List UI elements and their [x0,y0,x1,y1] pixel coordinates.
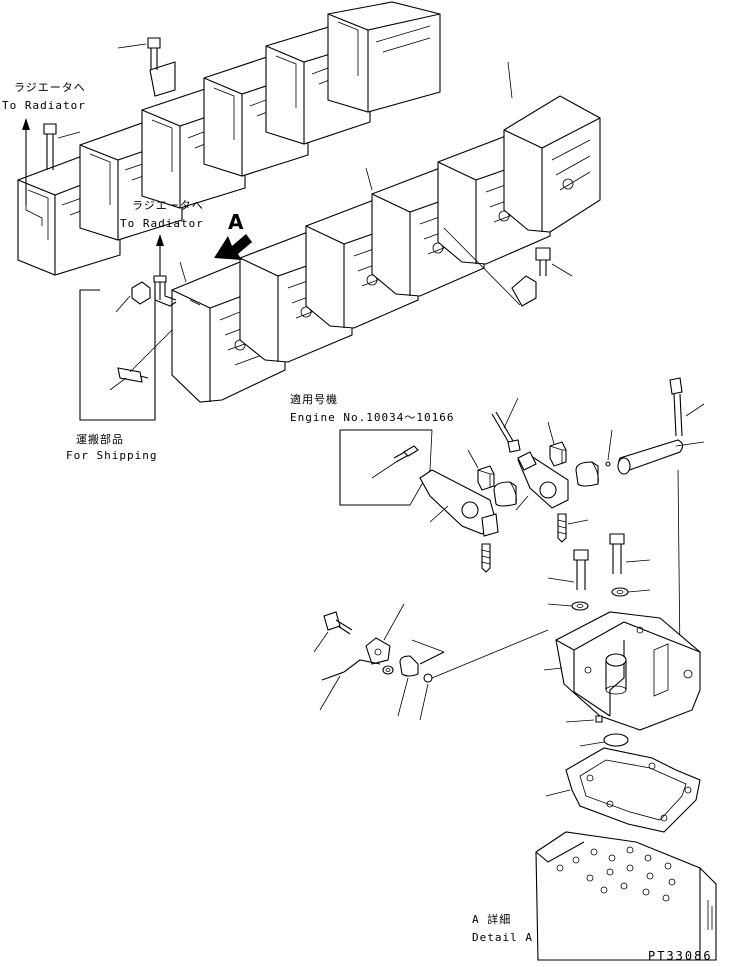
adjust-screw-right [558,514,588,542]
rocker-assembly [420,378,704,660]
housing-plug [566,716,628,746]
nut-center [548,422,566,466]
sensor-bolt [314,612,352,652]
view-marker-a: A [228,210,244,234]
long-bolt [670,378,704,436]
engine-range-label: Engine No.10034～10166 [290,411,455,424]
detail-label-en: Detail A [472,931,533,944]
push-rod-small [372,446,418,478]
washer-right [612,588,650,596]
bushing-right [576,462,598,486]
upper-head-6 [328,2,440,112]
detail-label-jp: A 詳細 [472,913,512,926]
shipping-parts-box [80,282,172,420]
lower-bank-cylinder-heads [172,96,600,402]
sensor-bracket [320,604,404,710]
engine-range-box [340,430,432,505]
shipping-plug [116,282,150,312]
shipping-label-jp: 運搬部品 [76,433,124,446]
nut-left [468,450,494,490]
to-radiator-jp-upper: ラジエータへ [14,81,86,94]
bolt-left-bracket [548,550,588,590]
bracket-bolt-top [118,38,175,96]
bracket-bolts [548,534,650,610]
rocker-housing [544,612,700,730]
to-radiator-en-lower: To Radiator [120,217,204,230]
rocker-arm-right [516,452,568,510]
rocker-shaft [618,440,704,660]
gasket [546,748,700,832]
washer-left [548,602,588,610]
shipping-label-en: For Shipping [66,449,158,462]
applicable-label-jp: 適用号機 [290,393,338,406]
rocker-arm-left [420,470,498,536]
o-ring-small [420,630,548,720]
cylinder-head-block [536,832,716,960]
sensor-assembly [314,604,548,720]
radiator-pipe-bolt-upper [44,124,80,170]
pin-small [606,430,612,466]
bolt-right-bracket [610,534,650,574]
radiator-arrow-upper [22,118,30,205]
bushing-left [494,482,516,506]
lower-head-6 [504,96,600,232]
push-rod [492,398,520,452]
collar [398,640,444,716]
radiator-arrow-lower [154,234,176,306]
bracket-plate-right [512,276,536,306]
upper-bank-cylinder-heads [18,2,440,275]
shipping-bolt [110,330,172,390]
head-holes [557,847,675,901]
to-radiator-en-upper: To Radiator [2,99,86,112]
washer-sensor [383,666,393,674]
drawing-code: PT33086 [648,949,713,963]
to-radiator-jp-lower: ラジエータへ [132,199,204,212]
view-arrow-a [214,234,252,260]
adjust-screw-left [482,544,490,572]
bolt-right-head [536,248,572,276]
lower-bank-leaders [180,62,572,306]
